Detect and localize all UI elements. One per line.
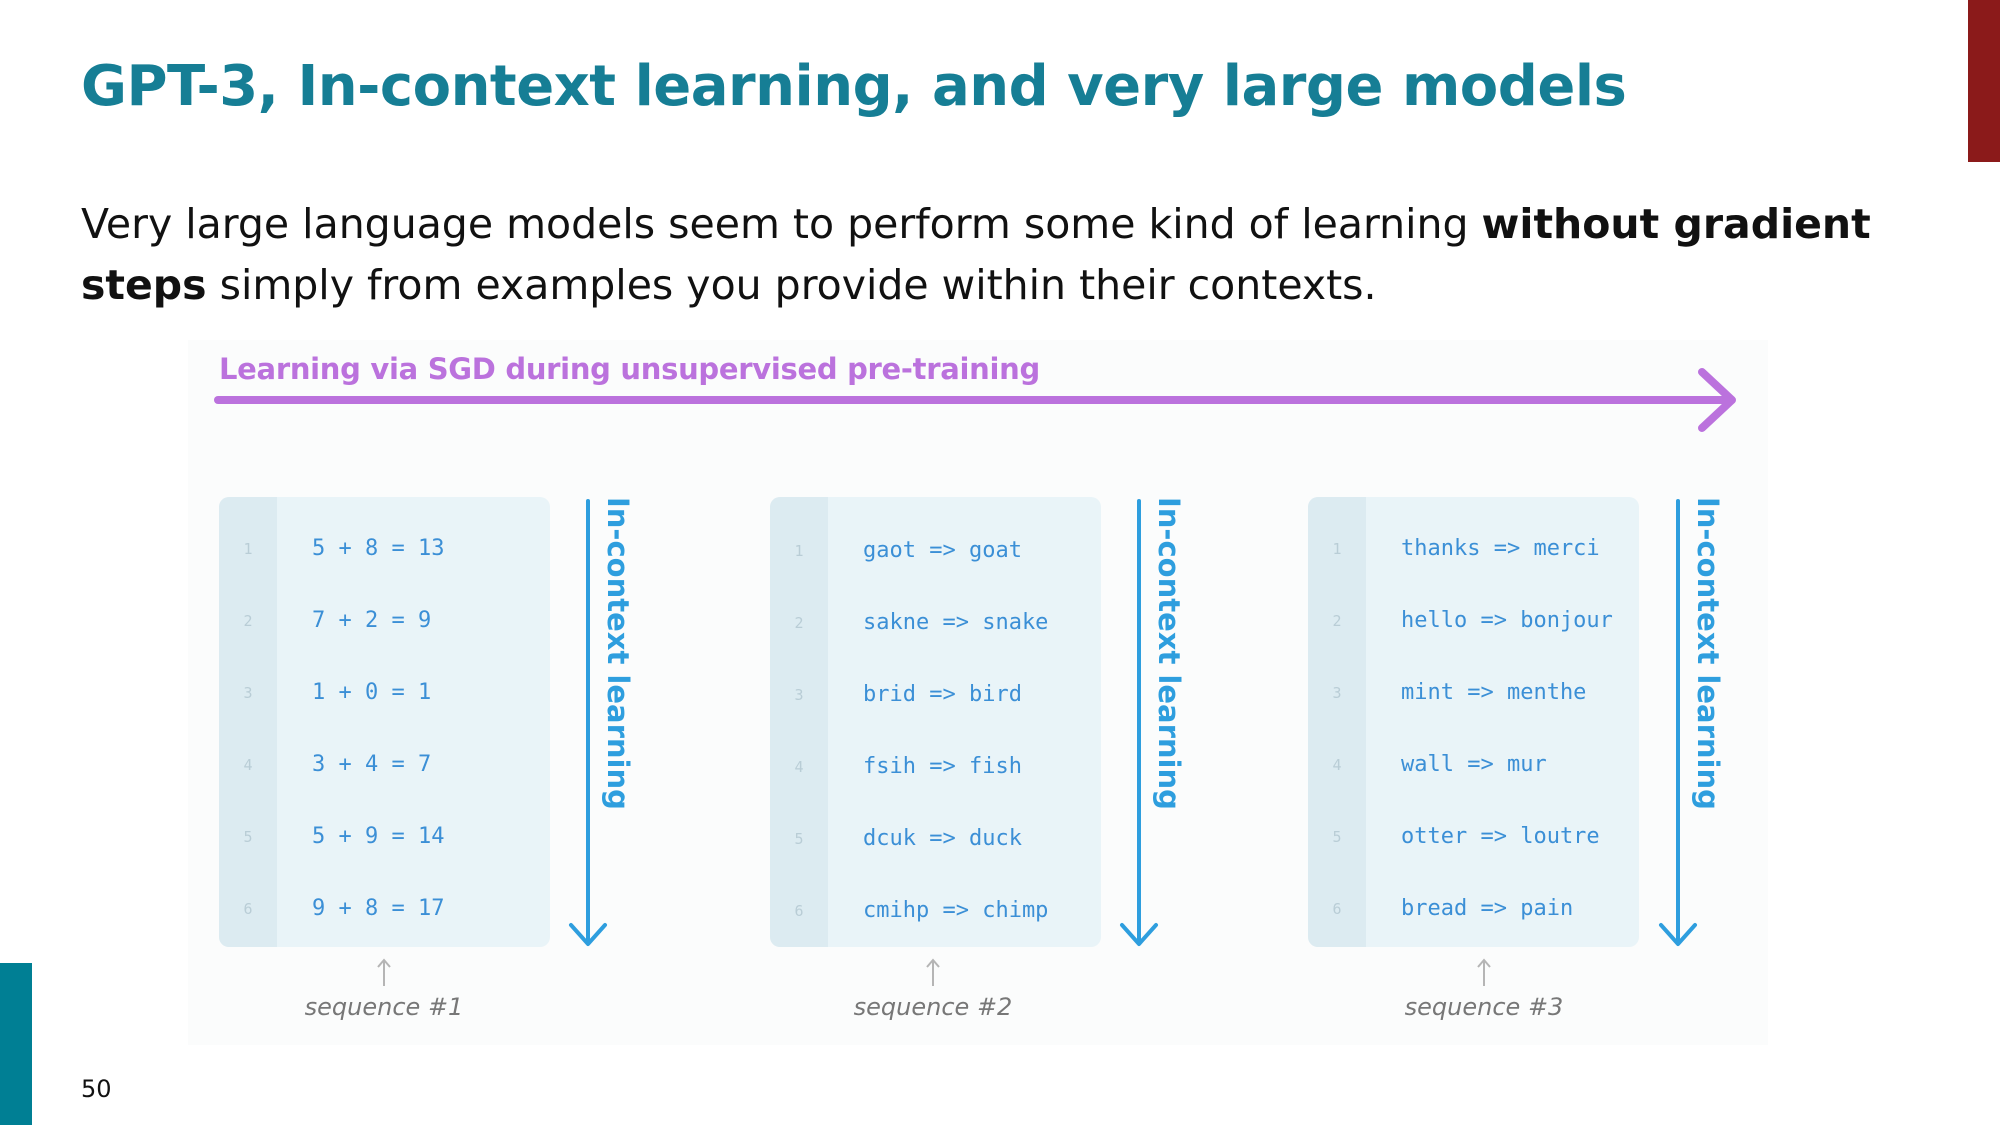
list-item: 6 cmihp => chimp — [770, 891, 1101, 931]
line-number: 2 — [243, 612, 253, 630]
sgd-label: Learning via SGD during unsupervised pre… — [219, 352, 1040, 386]
list-item: 4 wall => mur — [1308, 745, 1639, 785]
body-text-start: Very large language models seem to perfo… — [81, 200, 1482, 248]
list-item: 1 gaot => goat — [770, 531, 1101, 571]
list-item: 2 7 + 2 = 9 — [219, 601, 550, 641]
arrow-down-icon — [1659, 499, 1697, 946]
accent-bar-right — [1968, 0, 2000, 162]
list-item: 4 3 + 4 = 7 — [219, 745, 550, 785]
line-number: 3 — [794, 686, 804, 704]
list-item: 1 5 + 8 = 13 — [219, 529, 550, 569]
line-number: 5 — [794, 830, 804, 848]
line-number: 5 — [1332, 828, 1342, 846]
sequence-panel-1: 1 5 + 8 = 13 2 7 + 2 = 9 3 1 + 0 = 1 4 3 + 4… — [219, 497, 550, 947]
example-text: 7 + 2 = 9 — [312, 608, 432, 633]
example-text: 1 + 0 = 1 — [312, 680, 432, 705]
body-text-end: simply from examples you provide within … — [206, 261, 1377, 309]
line-number: 6 — [794, 902, 804, 920]
list-item: 6 9 + 8 = 17 — [219, 889, 550, 929]
example-text: mint => menthe — [1401, 680, 1587, 705]
slide-body-text: Very large language models seem to perfo… — [81, 194, 1901, 316]
example-text: fsih => fish — [863, 754, 1022, 779]
example-text: 5 + 8 = 13 — [312, 536, 445, 561]
line-number: 1 — [1332, 540, 1342, 558]
list-item: 3 mint => menthe — [1308, 673, 1639, 713]
line-number-gutter — [219, 497, 277, 947]
example-text: gaot => goat — [863, 538, 1022, 563]
in-context-learning-label: In-context learning — [1152, 497, 1186, 810]
sequence-label: sequence #1 — [304, 993, 464, 1021]
line-number: 4 — [1332, 756, 1342, 774]
in-context-learning-label: In-context learning — [1691, 497, 1725, 810]
example-text: thanks => merci — [1401, 536, 1600, 561]
arrow-up-icon — [926, 958, 940, 986]
list-item: 2 sakne => snake — [770, 603, 1101, 643]
arrow-up-icon — [1477, 958, 1491, 986]
page-number: 50 — [81, 1075, 112, 1103]
line-number: 1 — [243, 540, 253, 558]
sequence-label: sequence #3 — [1404, 993, 1564, 1021]
example-text: 5 + 9 = 14 — [312, 824, 445, 849]
sgd-arrow-icon — [214, 368, 1736, 432]
line-number: 3 — [1332, 684, 1342, 702]
sequence-panel-2: 1 gaot => goat 2 sakne => snake 3 brid => b… — [770, 497, 1101, 947]
line-number-gutter — [1308, 497, 1366, 947]
line-number: 1 — [794, 542, 804, 560]
sequence-label: sequence #2 — [853, 993, 1013, 1021]
list-item: 5 otter => loutre — [1308, 817, 1639, 857]
example-text: dcuk => duck — [863, 826, 1022, 851]
slide-title: GPT-3, In-context learning, and very lar… — [81, 54, 1627, 119]
line-number: 2 — [794, 614, 804, 632]
line-number: 6 — [1332, 900, 1342, 918]
line-number: 2 — [1332, 612, 1342, 630]
in-context-learning-label: In-context learning — [601, 497, 635, 810]
line-number: 3 — [243, 684, 253, 702]
list-item: 4 fsih => fish — [770, 747, 1101, 787]
example-text: cmihp => chimp — [863, 898, 1049, 923]
example-text: bread => pain — [1401, 896, 1574, 921]
example-text: wall => mur — [1401, 752, 1547, 777]
line-number: 4 — [794, 758, 804, 776]
line-number-gutter — [770, 497, 828, 947]
arrow-down-icon — [569, 499, 607, 946]
list-item: 2 hello => bonjour — [1308, 601, 1639, 641]
example-text: 9 + 8 = 17 — [312, 896, 445, 921]
list-item: 3 brid => bird — [770, 675, 1101, 715]
body-text-emphasis: without gradient steps — [81, 200, 1871, 309]
example-text: 3 + 4 = 7 — [312, 752, 432, 777]
line-number: 4 — [243, 756, 253, 774]
sequence-panel-3: 1 thanks => merci 2 hello => bonjour 3 mint… — [1308, 497, 1639, 947]
example-text: brid => bird — [863, 682, 1022, 707]
line-number: 6 — [243, 900, 253, 918]
list-item: 5 5 + 9 = 14 — [219, 817, 550, 857]
example-text: hello => bonjour — [1401, 608, 1613, 633]
example-text: otter => loutre — [1401, 824, 1600, 849]
accent-bar-left — [0, 963, 32, 1125]
list-item: 6 bread => pain — [1308, 889, 1639, 929]
example-text: sakne => snake — [863, 610, 1049, 635]
list-item: 5 dcuk => duck — [770, 819, 1101, 859]
arrow-down-icon — [1120, 499, 1158, 946]
arrow-up-icon — [377, 958, 391, 986]
list-item: 1 thanks => merci — [1308, 529, 1639, 569]
list-item: 3 1 + 0 = 1 — [219, 673, 550, 713]
line-number: 5 — [243, 828, 253, 846]
